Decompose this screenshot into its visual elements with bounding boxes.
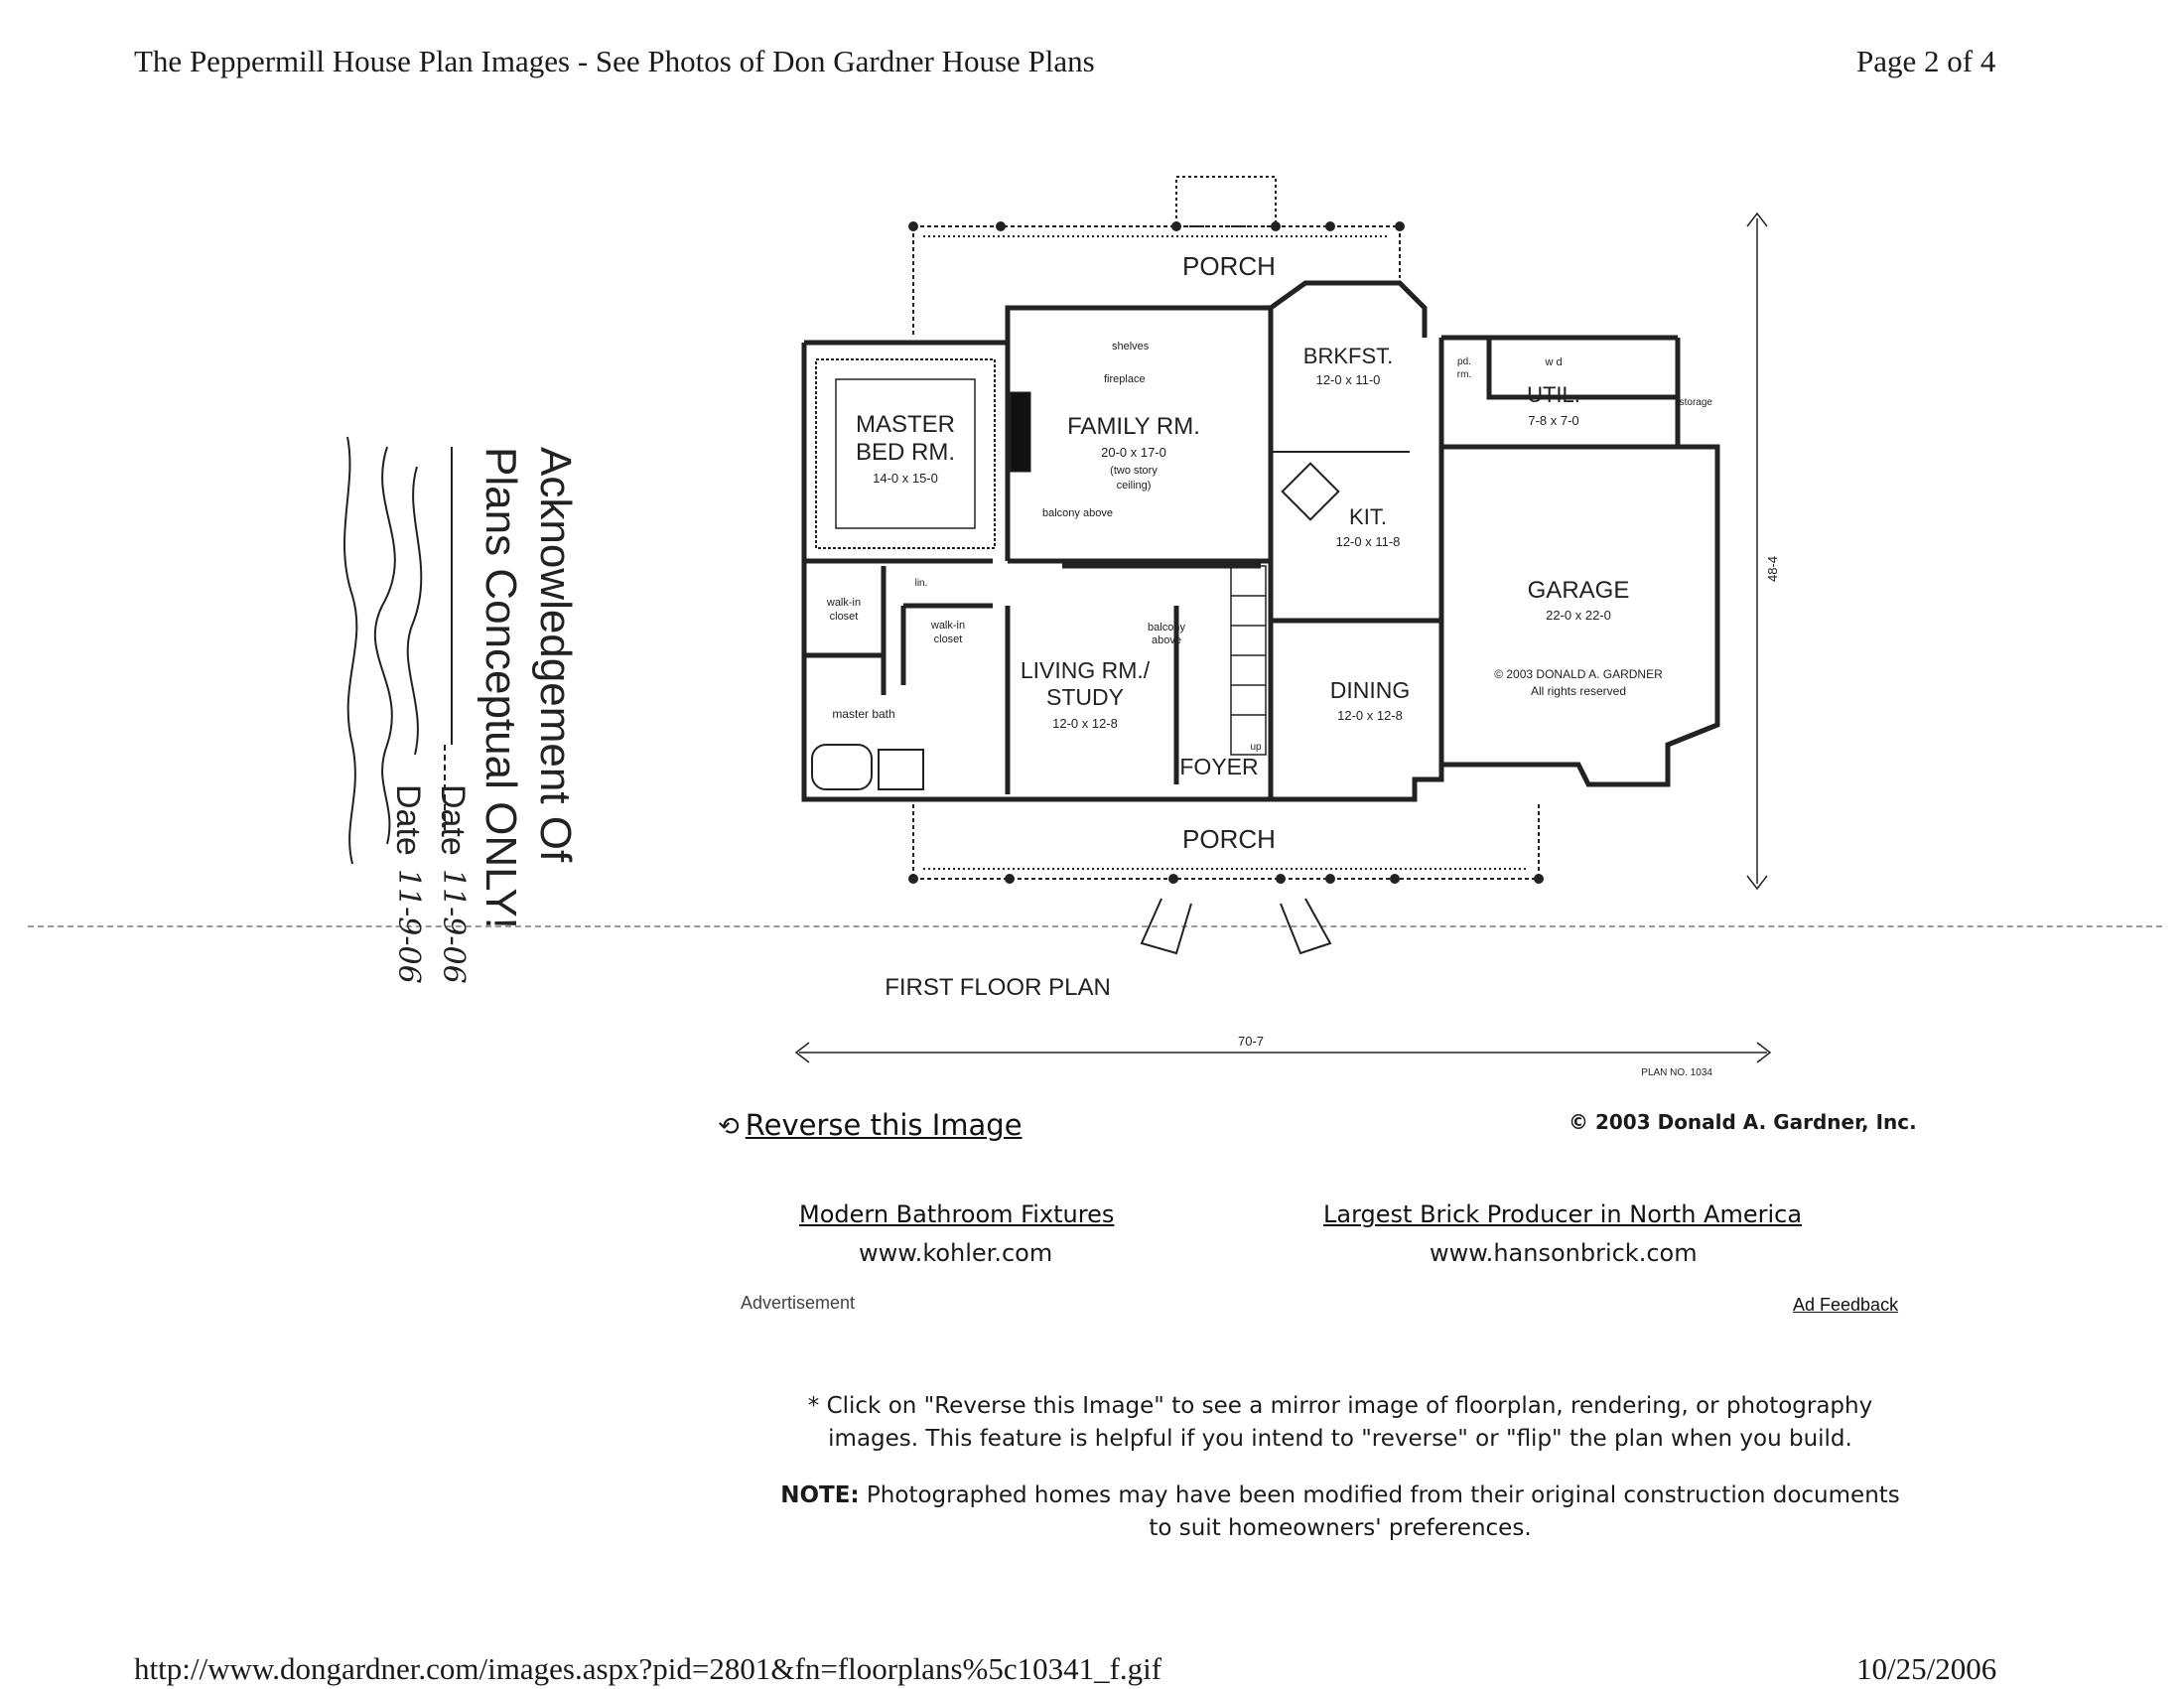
label-width-dim: 70-7	[1238, 1034, 1264, 1049]
stamp-line-2: Plans Conceptual ONLY!	[477, 447, 525, 929]
photo-note: NOTE: Photographed homes may have been m…	[715, 1479, 1966, 1545]
acknowledgement-stamp: Acknowledgement Of Plans Conceptual ONLY…	[343, 436, 580, 984]
label-floor-title: FIRST FLOOR PLAN	[885, 974, 1111, 1001]
house-walls	[801, 280, 1720, 802]
label-storage: storage	[1680, 397, 1713, 408]
label-util: UTIL.	[1527, 382, 1580, 407]
label-depth-dim: 48-4	[1765, 556, 1777, 582]
label-util-dim: 7-8 x 7-0	[1528, 413, 1578, 428]
note-label: NOTE:	[780, 1482, 860, 1508]
master-ceiling-outline	[815, 358, 996, 549]
stamp-line-1: Acknowledgement Of	[531, 447, 580, 863]
label-garage: GARAGE	[1528, 577, 1630, 604]
signature-scribbles	[343, 436, 453, 865]
label-brkfst-dim: 12-0 x 11-0	[1316, 372, 1381, 387]
label-walkin-2: walk-in	[930, 620, 965, 632]
label-garage-dim: 22-0 x 22-0	[1546, 608, 1611, 623]
label-pd-rm-2: rm.	[1457, 369, 1471, 380]
label-foyer: FOYER	[1179, 754, 1258, 779]
label-rights-reserved: All rights reserved	[1531, 684, 1626, 698]
label-shelves: shelves	[1112, 341, 1150, 352]
footer-date: 10/25/2006	[1856, 1651, 1997, 1686]
stamp-date-label-1: Date	[434, 784, 472, 856]
label-porch-bottom: PORCH	[1182, 824, 1276, 854]
reverse-note-line-1: * Click on "Reverse this Image" to see a…	[807, 1393, 1873, 1419]
porch-bottom-outline	[912, 804, 1540, 955]
label-up: up	[1250, 742, 1262, 753]
label-master-bath: master bath	[832, 707, 894, 721]
staircase	[1230, 565, 1267, 756]
label-brkfst: BRKFST.	[1303, 344, 1393, 368]
reverse-arrows-icon: ⟲	[718, 1112, 740, 1142]
label-wd: w d	[1544, 356, 1562, 368]
stamp-date-value-1: 11-9-06	[436, 869, 471, 984]
stamp-date-label-2: Date	[389, 784, 427, 856]
label-plan-no: PLAN NO. 1034	[1641, 1067, 1712, 1078]
label-living: LIVING RM./	[1021, 657, 1151, 683]
footer-url: http://www.dongardner.com/images.aspx?pi…	[134, 1651, 1162, 1686]
scan-divider-line	[28, 925, 2162, 927]
bathtub	[811, 744, 873, 790]
label-balcony-2: balcony	[1148, 622, 1185, 633]
label-linen: lin.	[915, 578, 928, 589]
label-master-2: BED RM.	[856, 439, 955, 466]
label-family-dim: 20-0 x 17-0	[1101, 445, 1166, 460]
kitchen-island	[1281, 462, 1340, 521]
label-balcony-2b: above	[1152, 634, 1181, 646]
dimension-lines	[794, 211, 1772, 1063]
label-plan-copyright: © 2003 DONALD A. GARDNER	[1494, 667, 1663, 681]
master-tray-ceiling	[835, 378, 976, 529]
shower	[878, 749, 924, 790]
ad-url-kohler[interactable]: www.kohler.com	[859, 1239, 1053, 1267]
label-kit: KIT.	[1349, 504, 1387, 529]
porch-top-outline	[912, 176, 1401, 338]
porch-columns	[908, 221, 1544, 884]
label-family: FAMILY RM.	[1067, 413, 1200, 440]
floor-plan-image: PORCH MASTER BED RM. 14-0 x 15-0 FAMILY …	[794, 176, 1777, 1078]
reverse-note-line-2: images. This feature is helpful if you i…	[828, 1426, 1852, 1452]
ad-url-hanson[interactable]: www.hansonbrick.com	[1430, 1239, 1698, 1267]
photo-note-line-1: Photographed homes may have been modifie…	[859, 1482, 1900, 1508]
label-fireplace: fireplace	[1104, 373, 1146, 385]
label-pd-rm: pd.	[1457, 356, 1471, 367]
photo-note-line-2: to suit homeowners' preferences.	[1149, 1515, 1532, 1541]
label-dining-dim: 12-0 x 12-8	[1337, 708, 1403, 723]
label-master: MASTER	[856, 411, 955, 438]
label-dining: DINING	[1330, 677, 1411, 703]
ad-title-kohler[interactable]: Modern Bathroom Fixtures	[799, 1200, 1115, 1228]
label-kit-dim: 12-0 x 11-8	[1336, 534, 1401, 549]
label-master-dim: 14-0 x 15-0	[873, 471, 938, 486]
label-porch-top: PORCH	[1182, 251, 1276, 281]
label-family-note2: ceiling)	[1117, 480, 1152, 492]
label-walkin-1b: closet	[830, 611, 859, 623]
page-number: Page 2 of 4	[1856, 44, 1996, 78]
reverse-image-label[interactable]: Reverse this Image	[745, 1108, 1023, 1142]
label-living-dim: 12-0 x 12-8	[1052, 716, 1118, 731]
label-walkin-2b: closet	[934, 633, 963, 645]
label-walkin-1: walk-in	[826, 597, 861, 609]
label-family-note1: (two story	[1110, 465, 1158, 477]
document-title: The Peppermill House Plan Images - See P…	[134, 44, 1095, 78]
fireplace-symbol	[1010, 391, 1031, 473]
stamp-date-value-2: 11-9-06	[391, 869, 426, 984]
ad-feedback-link[interactable]: Ad Feedback	[1793, 1295, 1899, 1315]
advertisement-label: Advertisement	[741, 1293, 856, 1313]
reverse-note: * Click on "Reverse this Image" to see a…	[745, 1390, 1936, 1456]
ad-title-hanson[interactable]: Largest Brick Producer in North America	[1323, 1200, 1803, 1228]
reverse-image-link[interactable]: ⟲Reverse this Image	[718, 1108, 1023, 1142]
label-living-2: STUDY	[1046, 684, 1124, 710]
label-balcony-above: balcony above	[1042, 507, 1113, 519]
copyright-notice: © 2003 Donald A. Gardner, Inc.	[1569, 1110, 1917, 1134]
